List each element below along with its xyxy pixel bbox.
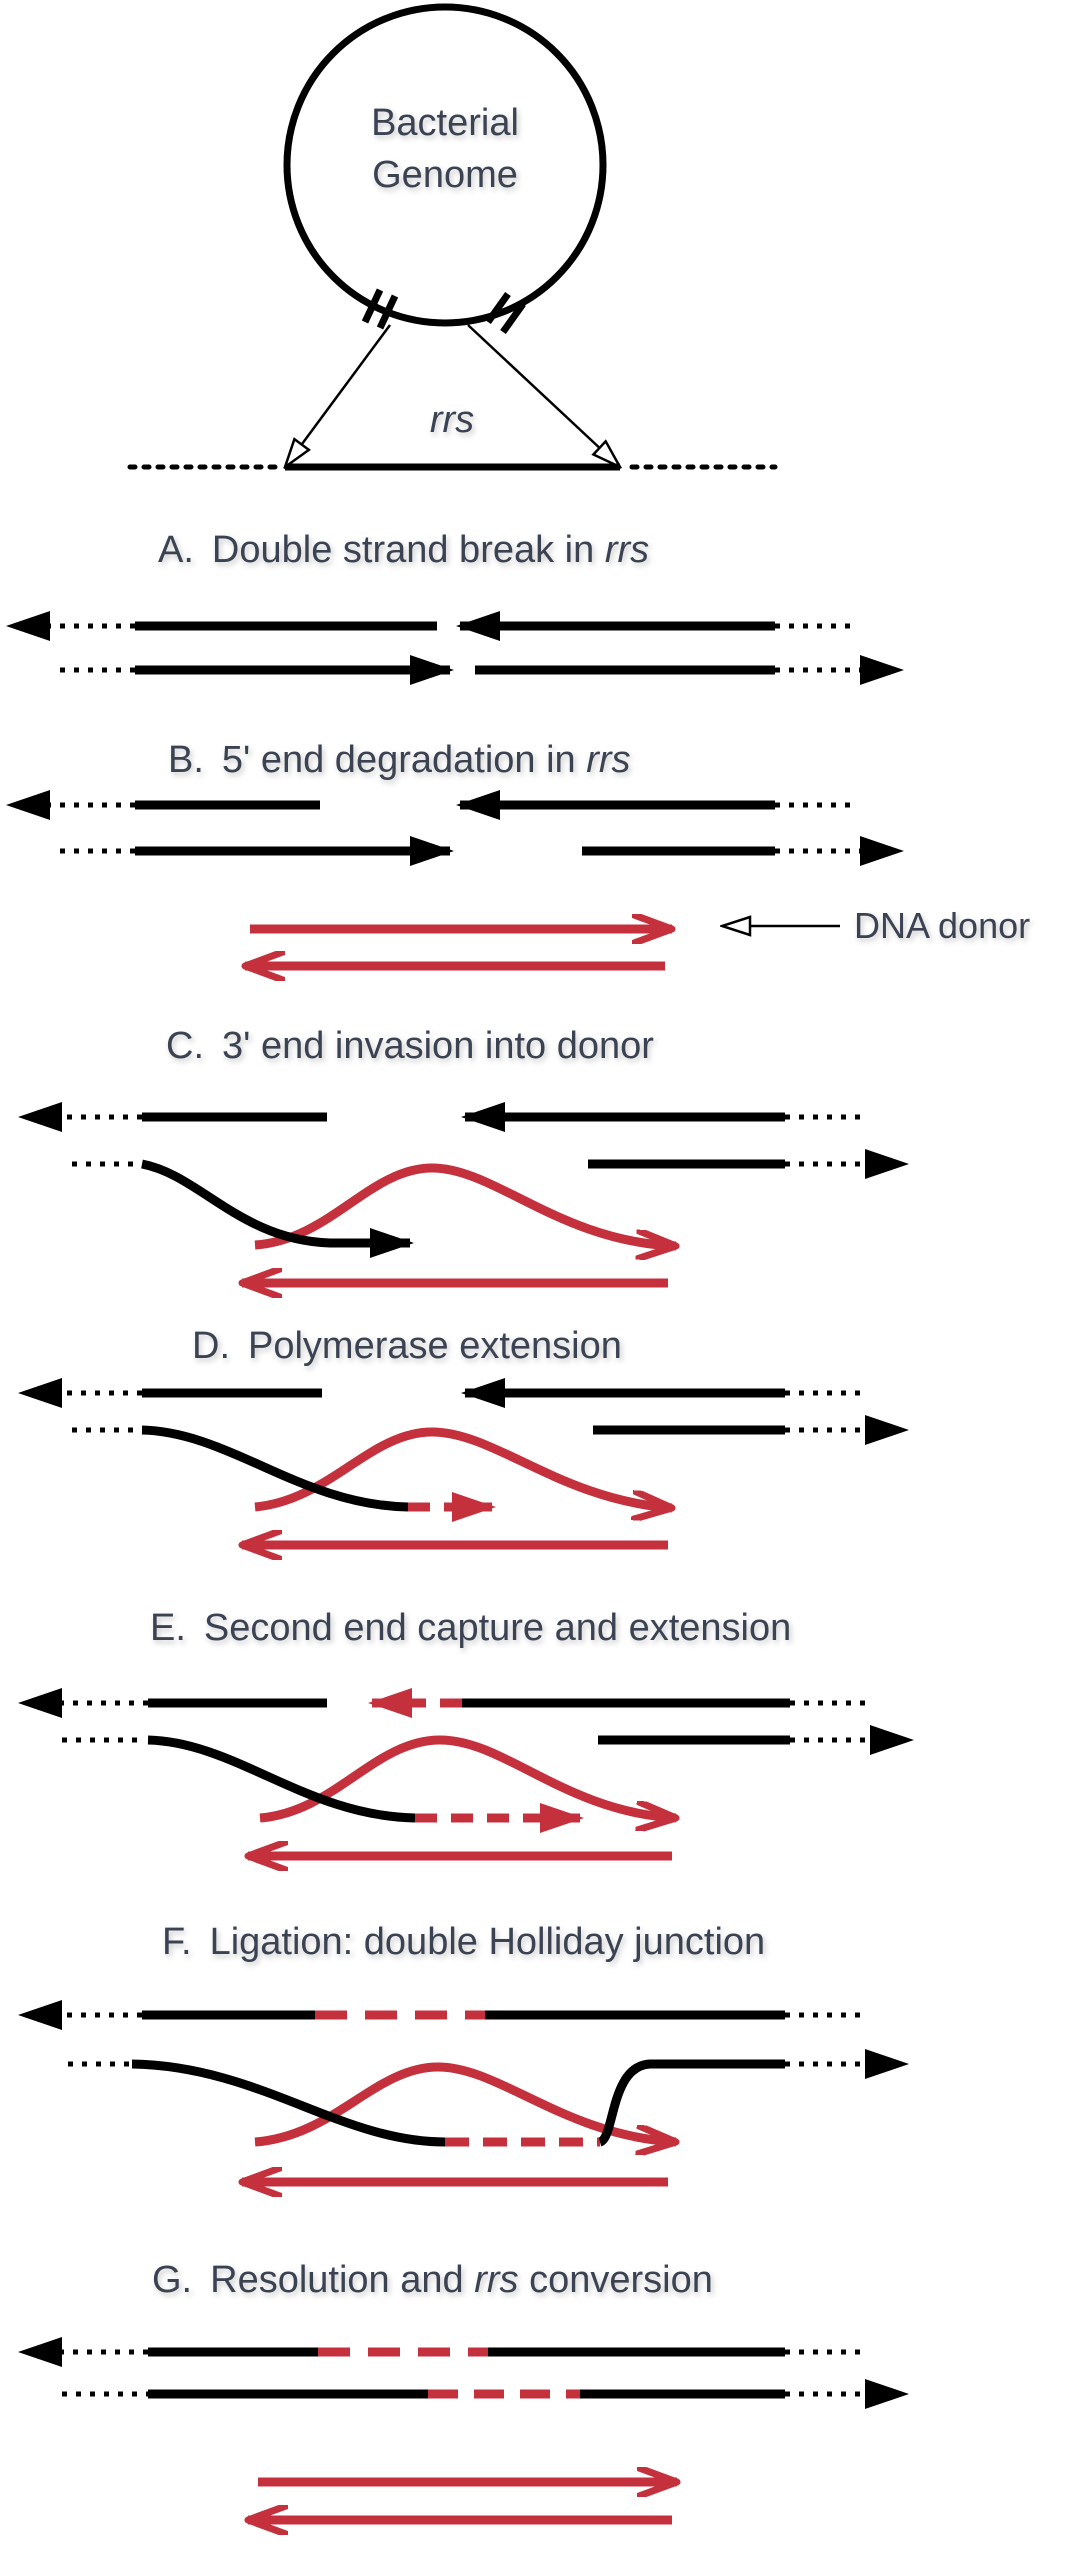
break-marks (361, 288, 526, 335)
step-f-strands (18, 2000, 909, 2182)
step-d-title: D.Polymerase extension (192, 1325, 622, 1367)
step-c-title: C.3' end invasion into donor (166, 1025, 654, 1067)
step-d-strands (18, 1378, 909, 1545)
step-b: B.5' end degradation in rrs DNA donor (6, 739, 1030, 966)
step-g-title: G.Resolution and rrs conversion (152, 2259, 713, 2301)
genome-section: Bacterial Genome rrs (127, 3, 778, 471)
donor-dna (245, 929, 672, 966)
genome-title-line2: Genome (372, 154, 518, 196)
step-g-strands (18, 2337, 909, 2520)
genome-title-line1: Bacterial (371, 102, 519, 144)
gene-label: rrs (430, 399, 474, 441)
zoom-arrow-left (285, 324, 392, 467)
step-d: D.Polymerase extension (18, 1325, 909, 1545)
step-g: G.Resolution and rrs conversion (18, 2259, 909, 2520)
step-a-title: A.Double strand break in rrs (158, 529, 649, 571)
step-a: A.Double strand break in rrs (6, 529, 904, 685)
donor-label: DNA donor (854, 905, 1030, 946)
step-b-strands (6, 790, 904, 866)
step-f: F.Ligation: double Holliday junction (18, 1921, 909, 2182)
step-e-strands (18, 1688, 914, 1856)
step-a-strands (6, 611, 904, 685)
step-c: C.3' end invasion into donor (18, 1025, 909, 1283)
zoom-arrow-right (467, 324, 620, 467)
step-c-strands (18, 1102, 909, 1283)
step-e: E.Second end capture and extension (18, 1607, 914, 1856)
step-f-title: F.Ligation: double Holliday junction (162, 1921, 765, 1963)
genome-circle (283, 3, 607, 327)
step-e-title: E.Second end capture and extension (150, 1607, 791, 1649)
step-b-title: B.5' end degradation in rrs (168, 739, 631, 781)
